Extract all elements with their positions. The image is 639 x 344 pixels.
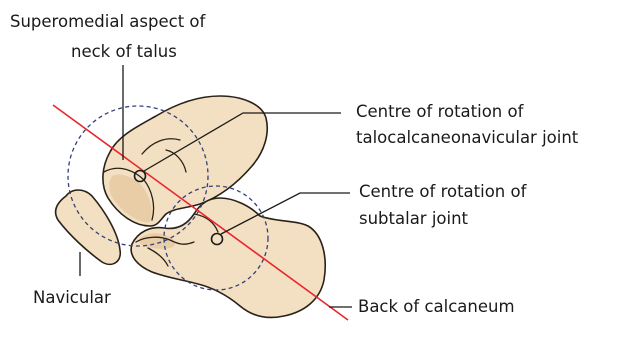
subtalar-centre-label-line1: Centre of rotation of <box>359 180 526 204</box>
talus-neck-label-line1: Superomedial aspect of <box>10 10 205 34</box>
tcn-centre-label-line2: talocalcaneonavicular joint <box>356 126 578 150</box>
talus-neck-label-line2: neck of talus <box>71 40 177 64</box>
navicular-label: Navicular <box>33 286 111 310</box>
subtalar-centre-label-line2: subtalar joint <box>359 207 468 231</box>
calcaneum-back-label: Back of calcaneum <box>358 295 515 319</box>
tcn-centre-label-line1: Centre of rotation of <box>356 100 523 124</box>
